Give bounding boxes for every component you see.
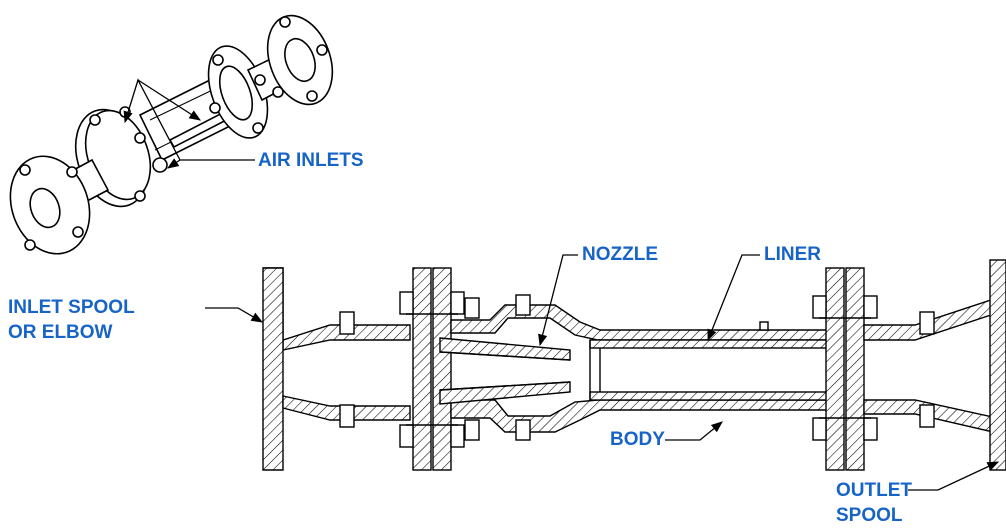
inlet-flange-pair [339, 267, 465, 471]
inlet-spool-label: INLET SPOOL [8, 297, 135, 318]
outlet-spool-label: OUTLET [836, 480, 912, 501]
body-label: BODY [610, 429, 665, 450]
outlet-spool-label-line2: SPOOL [836, 505, 903, 526]
air-inlets-leaders [123, 78, 255, 169]
cross-section [262, 259, 1006, 471]
outlet-flange-pair [812, 267, 878, 471]
nozzle-section [439, 337, 571, 405]
inlet-spool-section [262, 267, 411, 471]
inlet-spool-label-line2: OR ELBOW [8, 322, 113, 343]
air-inlets-label: AIR INLETS [258, 150, 364, 171]
liner-label: LINER [764, 244, 821, 265]
isometric-assembly [9, 14, 334, 255]
body-section [450, 294, 831, 441]
nozzle-label: NOZZLE [582, 244, 658, 265]
section-leaders [205, 254, 1000, 491]
liner-section [589, 339, 831, 401]
outlet-spool-section [863, 259, 1006, 471]
